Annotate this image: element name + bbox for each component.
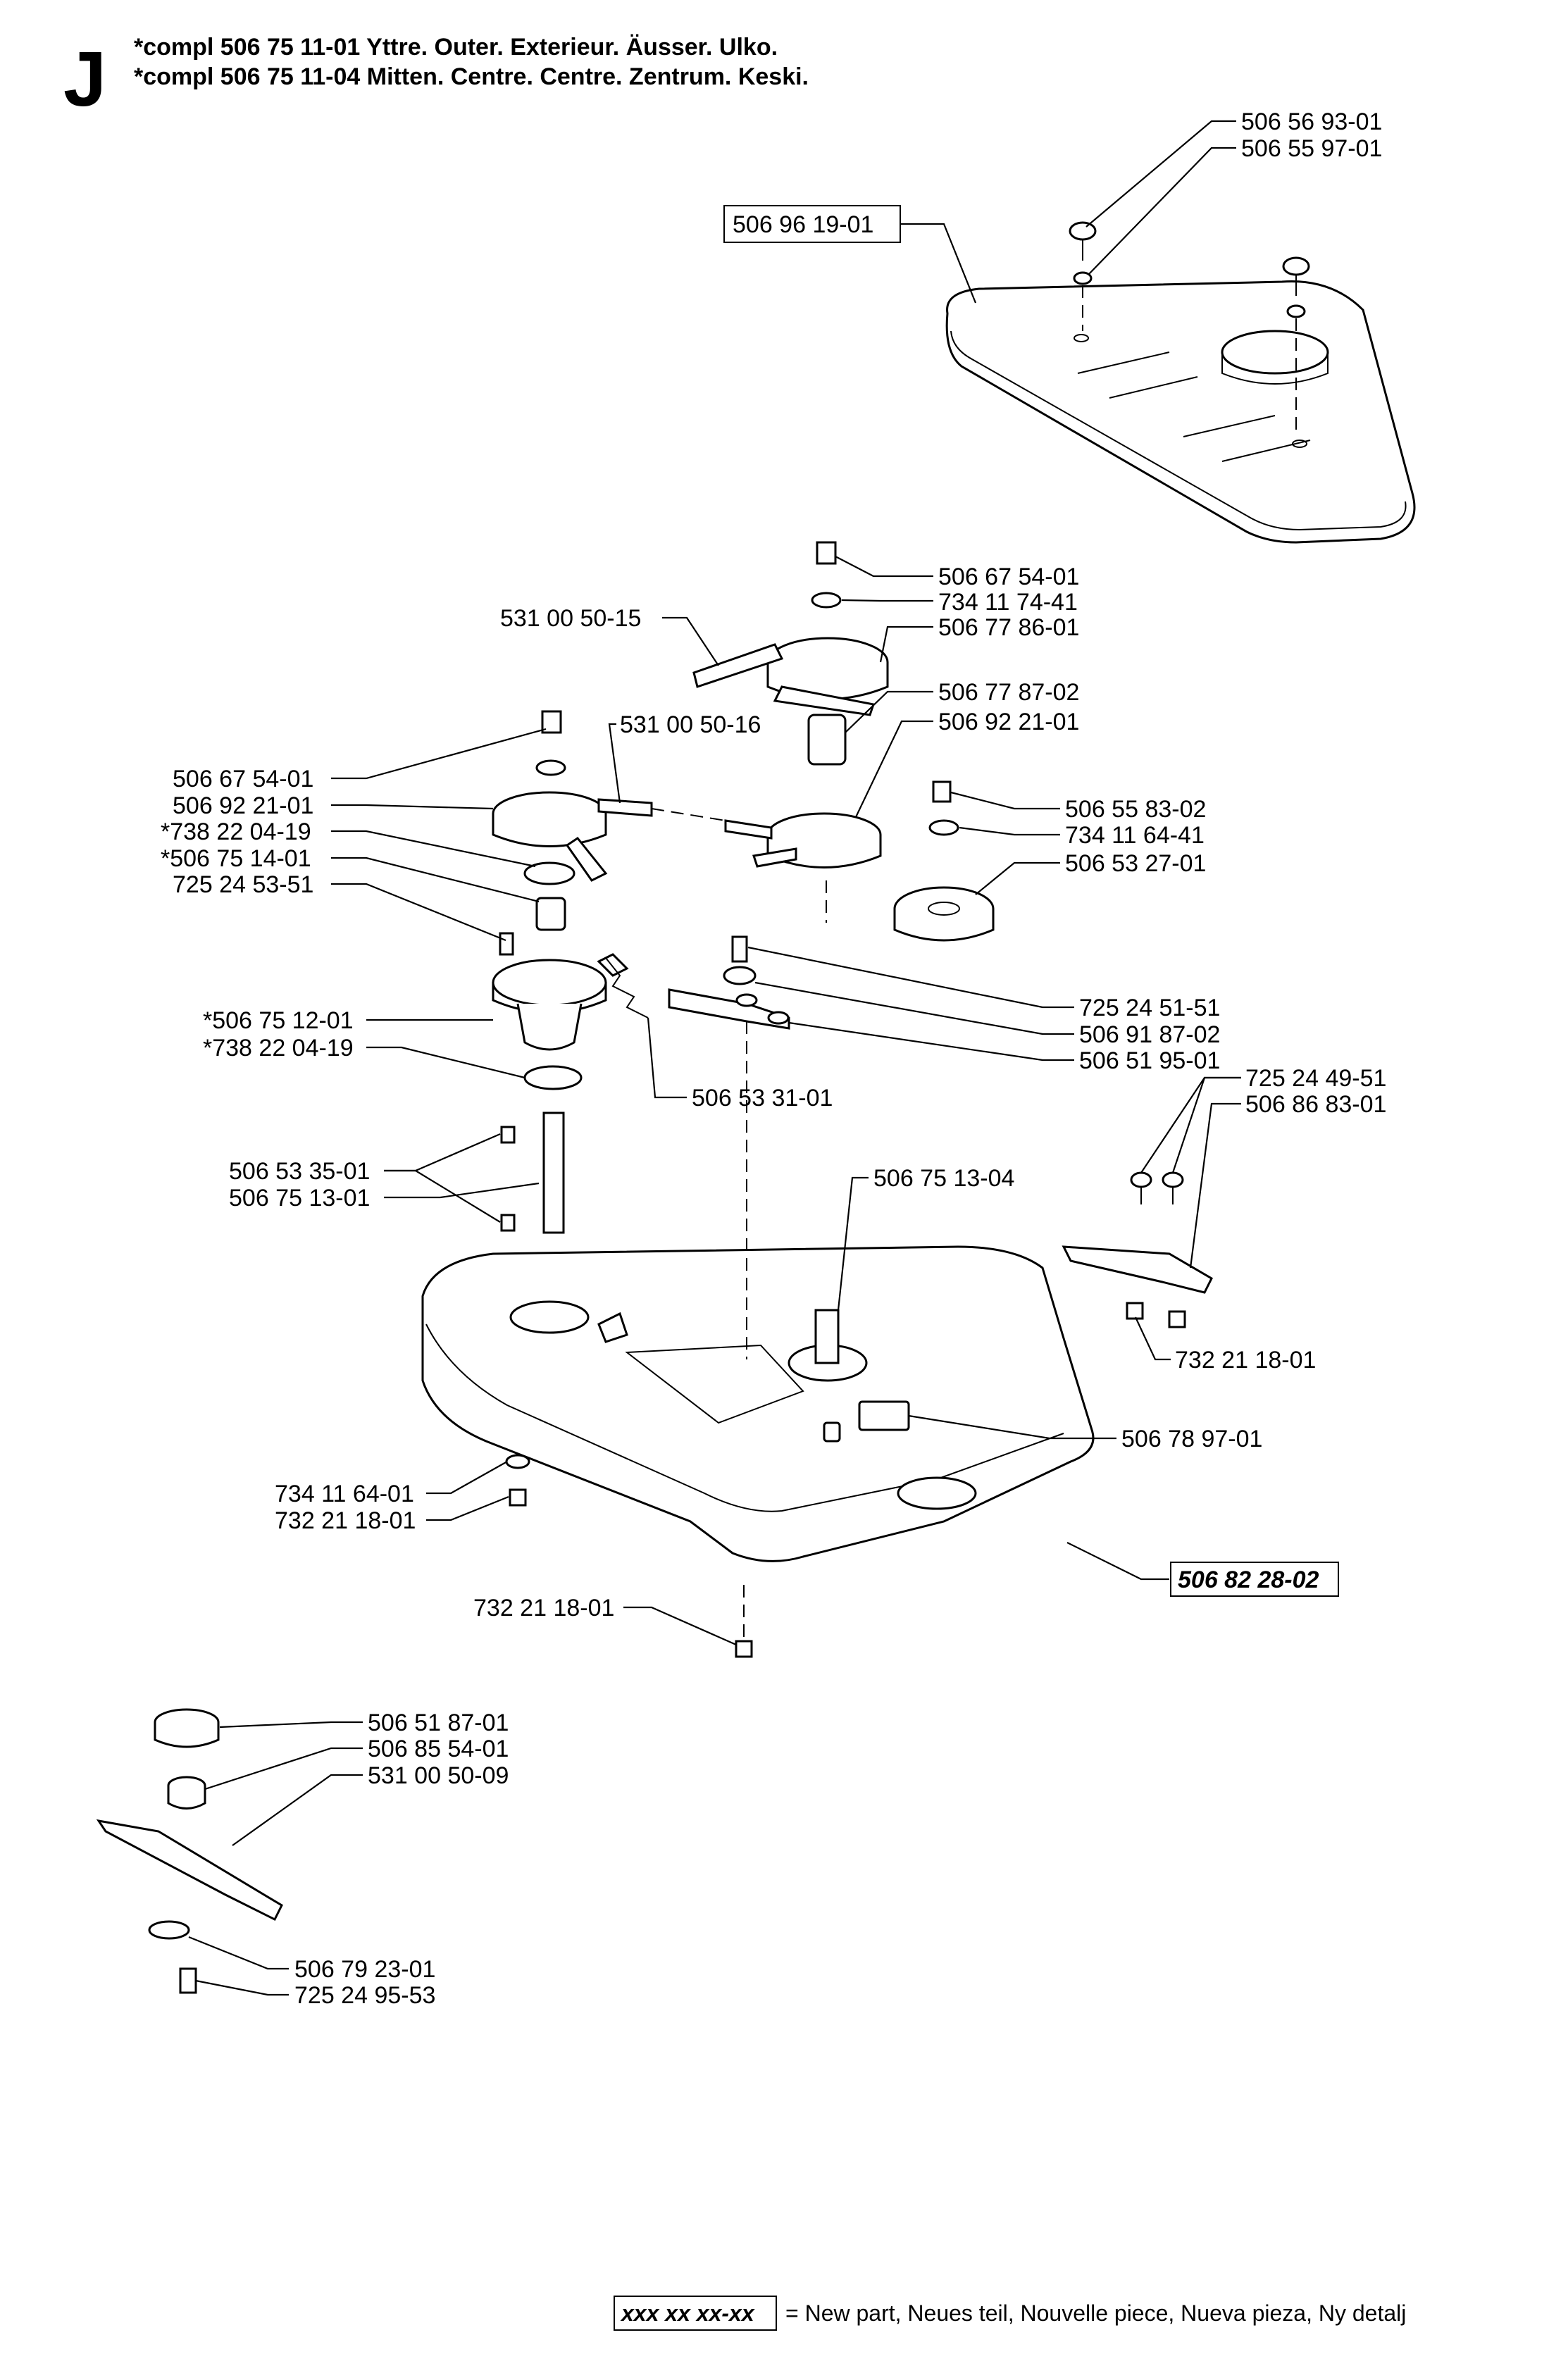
part-label: 506 85 54-01	[368, 1736, 509, 1762]
part-label: 506 53 35-01	[229, 1158, 370, 1185]
part-label: *506 75 14-01	[161, 845, 311, 872]
part-label-box	[723, 205, 901, 243]
mower-deck	[421, 1021, 1095, 1562]
part-label: 732 21 18-01	[275, 1507, 416, 1534]
part-label: 732 21 18-01	[1175, 1347, 1316, 1374]
part-label: 732 21 18-01	[473, 1595, 614, 1621]
header-line-outer: *compl 506 75 11-01 Yttre. Outer. Exteri…	[134, 34, 778, 61]
part-label: 506 86 83-01	[1245, 1091, 1386, 1118]
header-line-centre: *compl 506 75 11-04 Mitten. Centre. Cent…	[134, 63, 809, 90]
part-label: 725 24 51-51	[1079, 995, 1220, 1021]
part-label: 725 24 53-51	[173, 871, 313, 898]
part-label: 506 67 54-01	[938, 563, 1079, 590]
part-label: 506 96 19-01	[733, 211, 873, 238]
part-label: 506 75 13-04	[873, 1165, 1014, 1192]
part-label: 506 67 54-01	[173, 766, 313, 792]
spring-and-tensioner	[605, 935, 790, 1030]
legend-text: = New part, Neues teil, Nouvelle piece, …	[785, 2300, 1406, 2326]
part-label: 531 00 50-09	[368, 1762, 509, 1789]
part-label: 506 53 31-01	[692, 1085, 833, 1111]
centre-pulley-stack	[692, 541, 889, 923]
part-label: 506 55 83-02	[1065, 796, 1206, 823]
part-label: 725 24 49-51	[1245, 1065, 1386, 1092]
part-label: 506 55 97-01	[1241, 135, 1382, 162]
part-label: 506 78 97-01	[1121, 1426, 1262, 1452]
deck-fasteners	[505, 1454, 753, 1658]
legend: xxx xx xx-xx = New part, Neues teil, Nou…	[614, 2296, 1406, 2331]
part-labels: 506 56 93-01 506 55 97-01 506 96 19-01 5…	[161, 108, 1386, 2009]
part-label: 506 92 21-01	[173, 792, 313, 819]
part-label: 734 11 64-01	[275, 1481, 414, 1507]
part-label: 725 24 95-53	[294, 1982, 435, 2009]
part-label: 506 56 93-01	[1241, 108, 1382, 135]
leader-lines	[188, 120, 1241, 1996]
part-label: *506 75 12-01	[203, 1007, 354, 1034]
part-label: 506 75 13-01	[229, 1185, 370, 1212]
side-bracket	[1062, 1171, 1213, 1328]
part-label: 506 79 23-01	[294, 1956, 435, 1983]
part-label: 531 00 50-16	[620, 711, 761, 738]
part-label: 506 53 27-01	[1065, 850, 1206, 877]
part-label: *738 22 04-19	[161, 818, 311, 845]
section-letter: J	[63, 36, 106, 123]
legend-sample: xxx xx xx-xx	[620, 2300, 755, 2326]
belt-cover	[945, 280, 1416, 544]
blade-assembly	[96, 1708, 283, 1994]
legend-sample-box	[614, 2296, 777, 2331]
part-label-new: 506 82 28-02	[1178, 1567, 1319, 1593]
new-part-box	[1170, 1562, 1339, 1597]
right-idler-pulley	[893, 780, 995, 942]
part-label: *738 22 04-19	[203, 1035, 354, 1061]
part-label: 506 91 87-02	[1079, 1021, 1220, 1048]
left-pulley-stack	[492, 710, 726, 1090]
cover-knob-screws	[1069, 221, 1310, 437]
part-label: 734 11 64-41	[1065, 822, 1205, 849]
spindle-shaft	[500, 1111, 565, 1234]
part-label: 531 00 50-15	[500, 605, 641, 632]
part-label: 506 92 21-01	[938, 709, 1079, 735]
part-label: 506 51 87-01	[368, 1710, 509, 1736]
part-label: 506 51 95-01	[1079, 1047, 1220, 1074]
part-label: 506 77 86-01	[938, 614, 1079, 641]
part-label: 734 11 74-41	[938, 589, 1078, 616]
part-label: 506 77 87-02	[938, 679, 1079, 706]
